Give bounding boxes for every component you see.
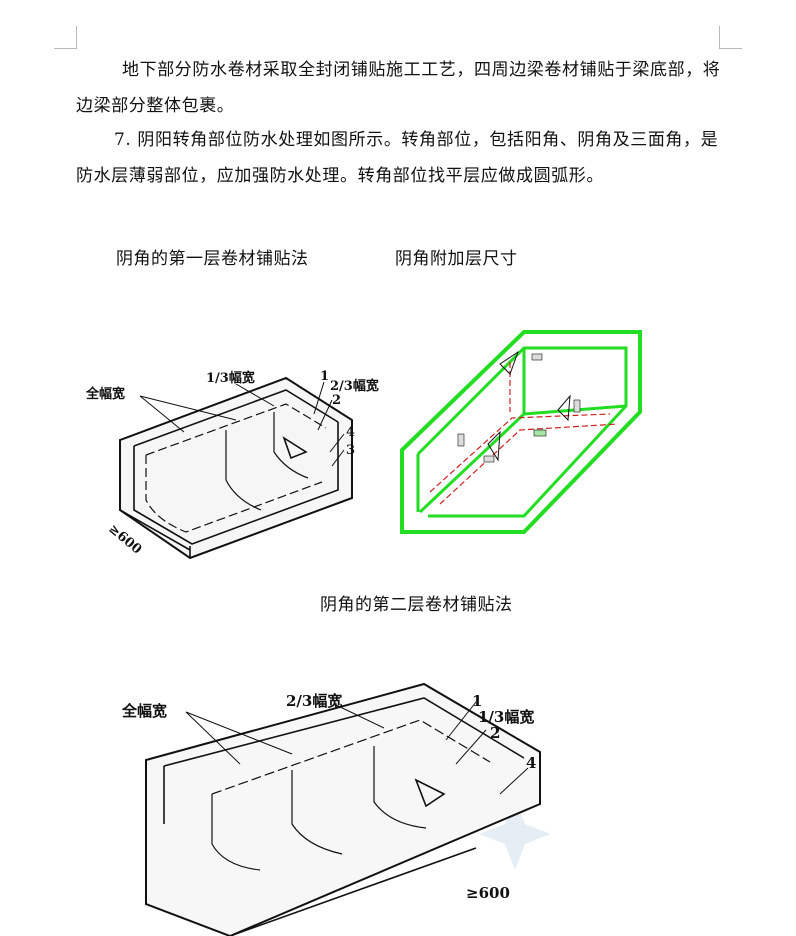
leader-line xyxy=(313,381,325,415)
inner-cavity xyxy=(133,422,339,545)
dimension-box xyxy=(483,455,495,463)
membrane-line-2 xyxy=(145,455,323,533)
dimension-box xyxy=(457,433,465,447)
marker-triangle xyxy=(499,350,519,375)
watermark-icon xyxy=(479,798,551,870)
membrane-line-1 xyxy=(211,719,491,795)
paragraph-corner-treatment: 7. 阴阳转角部位防水处理如图所示。转角部位，包括阳角、阴角及三面角，是防水层薄… xyxy=(76,130,719,186)
caption-additional-layer: 阴角附加层尺寸 xyxy=(395,249,518,269)
tray-inner-outline xyxy=(416,346,628,518)
crop-mark-top-left xyxy=(54,26,77,49)
dimension-box xyxy=(533,429,547,437)
label-num-4: 4 xyxy=(526,754,536,772)
leader-line xyxy=(499,767,529,795)
dimension-box xyxy=(531,353,543,361)
membrane-line-3 xyxy=(225,430,262,511)
membrane-line-1 xyxy=(145,403,327,456)
inner-top-edge xyxy=(163,697,525,767)
label-num-1: 1 xyxy=(472,692,482,710)
corner-triangle xyxy=(282,436,308,460)
label-num-3: 3 xyxy=(346,443,355,458)
figure-additional-layer xyxy=(400,330,642,534)
label-min-600: ≥600 xyxy=(105,522,144,558)
figure-second-layer: 全幅宽 2/3幅宽 1 1/3幅宽 2 4 ≥600 xyxy=(121,682,551,936)
red-dashed-line xyxy=(429,413,611,493)
leader-line xyxy=(333,703,385,729)
label-two-third-width: 2/3幅宽 xyxy=(286,692,342,710)
leader-line xyxy=(329,433,345,453)
tray-edge xyxy=(418,412,526,514)
label-num-2: 2 xyxy=(490,724,500,742)
label-full-width: 全幅宽 xyxy=(85,386,125,402)
leader-line xyxy=(331,449,345,467)
caption-second-layer: 阴角的第二层卷材铺贴法 xyxy=(320,595,513,615)
leader-line xyxy=(455,729,487,765)
crop-mark-top-right xyxy=(719,26,742,49)
figure-first-layer: 全幅宽 1/3幅宽 1 2/3幅宽 2 4 3 ≥600 xyxy=(85,369,379,560)
leader-line xyxy=(445,701,477,741)
red-dashed-line xyxy=(439,423,619,505)
label-min-600: ≥600 xyxy=(466,884,510,902)
base-edge xyxy=(119,509,191,551)
label-num-2: 2 xyxy=(332,393,341,408)
membrane-line-2 xyxy=(211,794,261,871)
label-one-third-width: 1/3幅宽 xyxy=(478,708,534,726)
tray-outer-outline xyxy=(400,330,642,534)
corner-triangle xyxy=(414,778,446,808)
membrane-line-4 xyxy=(373,746,427,829)
leader-line xyxy=(185,711,293,755)
leader-line xyxy=(139,395,237,421)
leader-line xyxy=(139,395,185,433)
label-num-1: 1 xyxy=(320,369,329,384)
caption-first-layer: 阴角的第一层卷材铺贴法 xyxy=(116,249,309,269)
label-num-4: 4 xyxy=(346,425,355,440)
leader-line xyxy=(317,399,333,431)
marker-triangle xyxy=(487,430,501,462)
label-one-third-width: 1/3幅宽 xyxy=(206,370,255,386)
front-edge xyxy=(229,847,477,936)
leader-line xyxy=(235,383,275,407)
marker-triangle xyxy=(557,394,571,422)
membrane-line-4 xyxy=(273,412,309,479)
leader-line xyxy=(185,711,241,765)
membrane-line-3 xyxy=(291,770,343,855)
dimension-box xyxy=(573,399,581,413)
paragraph-waterproofing: 地下部分防水卷材采取全封闭铺贴施工工艺，四周边梁卷材铺贴于梁底部，将边梁部分整体… xyxy=(76,60,721,116)
label-full-width: 全幅宽 xyxy=(121,702,167,720)
label-two-third-width: 2/3幅宽 xyxy=(330,378,379,394)
inner-top-edge xyxy=(133,389,339,447)
